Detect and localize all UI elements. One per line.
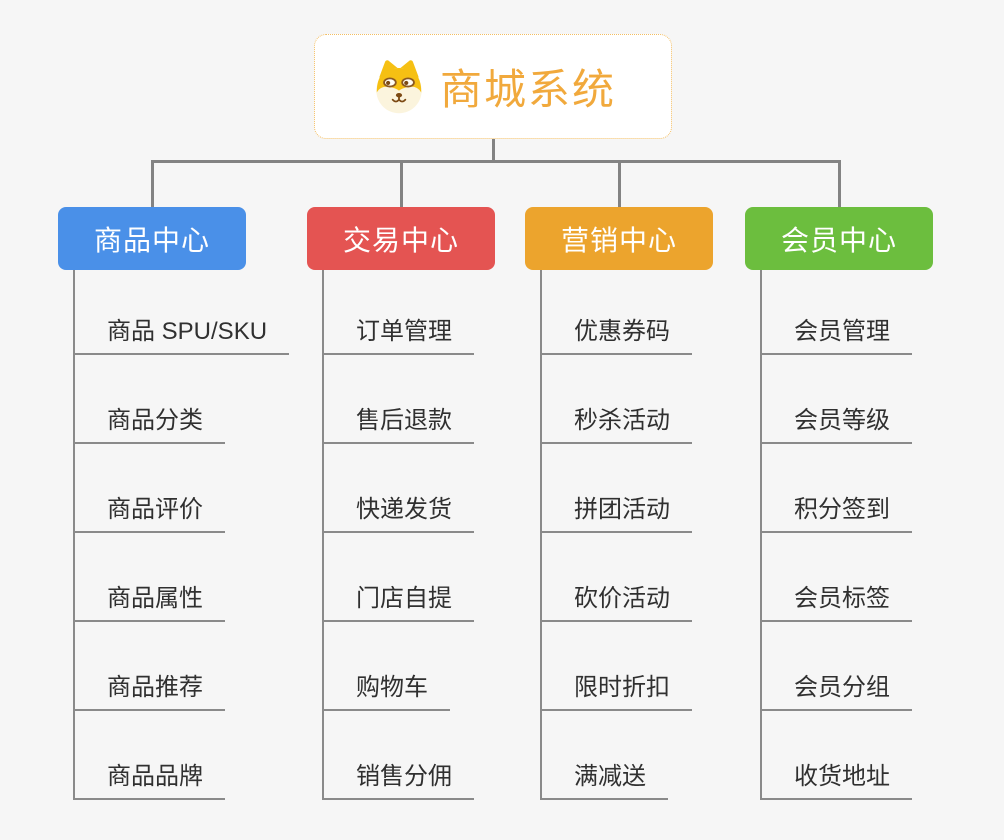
leaf-node[interactable]: 订单管理 [322, 317, 474, 355]
leaf-node[interactable]: 购物车 [322, 673, 450, 711]
leaf-node[interactable]: 售后退款 [322, 406, 474, 444]
leaf-node[interactable]: 优惠券码 [540, 317, 692, 355]
branch-label: 商品中心 [93, 224, 210, 256]
leaf-node[interactable]: 会员标签 [760, 584, 912, 622]
leaf-node[interactable]: 砍价活动 [540, 584, 692, 622]
leaf-node[interactable]: 门店自提 [322, 584, 474, 622]
leaf-node[interactable]: 销售分佣 [322, 762, 474, 800]
leaf-node[interactable]: 商品推荐 [73, 673, 225, 711]
bus-line [152, 160, 839, 163]
branch-node[interactable]: 会员中心 [745, 207, 933, 270]
leaf-node[interactable]: 商品品牌 [73, 762, 225, 800]
branch-label: 营销中心 [560, 224, 677, 256]
leaf-node[interactable]: 限时折扣 [540, 673, 692, 711]
leaf-node[interactable]: 拼团活动 [540, 495, 692, 533]
branch-node[interactable]: 营销中心 [525, 207, 713, 270]
leaf-node[interactable]: 商品 SPU/SKU [73, 317, 290, 355]
branch-vertical-line [73, 270, 75, 800]
leaf-node[interactable]: 快递发货 [322, 495, 474, 533]
branch-drop-line [150, 160, 154, 207]
branch-vertical-line [760, 270, 762, 800]
branch-node[interactable]: 交易中心 [307, 207, 495, 270]
root-title: 商城系统 [439, 66, 616, 113]
branch-drop-line [617, 160, 621, 207]
leaf-node[interactable]: 会员管理 [760, 317, 912, 355]
leaf-node[interactable]: 会员分组 [760, 673, 912, 711]
branch-label: 交易中心 [342, 224, 459, 256]
branch-drop-line [399, 160, 403, 207]
branch-vertical-line [540, 270, 542, 800]
leaf-node[interactable]: 商品评价 [73, 495, 225, 533]
leaf-node[interactable]: 收货地址 [760, 762, 912, 800]
leaf-node[interactable]: 秒杀活动 [540, 406, 692, 444]
branch-label: 会员中心 [780, 224, 897, 256]
shiba-dog-icon [370, 58, 428, 116]
leaf-node[interactable]: 会员等级 [760, 406, 912, 444]
branch-drop-line [837, 160, 841, 207]
leaf-node[interactable]: 商品分类 [73, 406, 225, 444]
root-node[interactable]: 商城系统 [314, 34, 672, 139]
branch-node[interactable]: 商品中心 [58, 207, 246, 270]
leaf-node[interactable]: 满减送 [540, 762, 668, 800]
branch-vertical-line [322, 270, 324, 800]
leaf-node[interactable]: 积分签到 [760, 495, 912, 533]
leaf-node[interactable]: 商品属性 [73, 584, 225, 622]
root-stem-line [491, 139, 495, 163]
